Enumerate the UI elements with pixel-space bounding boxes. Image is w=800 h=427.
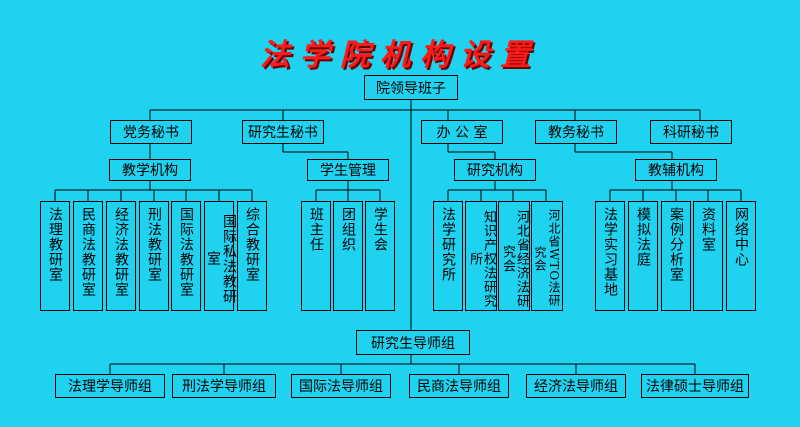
item-teaching-4: 国际法教研室: [171, 201, 201, 311]
item-support-3: 资料室: [693, 201, 723, 311]
item-support-1: 模拟法庭: [628, 201, 658, 311]
item-student-2: 学生会: [365, 201, 395, 311]
grad-group-3: 民商法导师组: [409, 374, 509, 398]
node-research-secretary: 科研秘书: [650, 120, 732, 144]
grad-group-2: 国际法导师组: [291, 374, 391, 398]
grad-group-0: 法理学导师组: [55, 374, 165, 398]
group-research: 研究机构: [454, 159, 536, 181]
grad-root-node: 研究生导师组: [356, 330, 470, 355]
item-teaching-5: 国际私法教研室: [204, 201, 237, 311]
item-research-0: 法学研究所: [433, 201, 463, 311]
item-teaching-2: 经济法教研室: [106, 201, 136, 311]
node-office: 办 公 室: [421, 120, 503, 144]
item-research-2: 河北省经济法研究会: [498, 201, 530, 311]
item-support-0: 法学实习基地: [595, 201, 625, 311]
root-node: 院领导班子: [364, 75, 458, 100]
node-party-secretary: 党务秘书: [110, 120, 192, 144]
item-teaching-6: 综合教研室: [237, 201, 267, 311]
item-teaching-0: 法理教研室: [40, 201, 70, 311]
group-teaching: 教学机构: [109, 159, 191, 181]
item-support-4: 网络中心: [726, 201, 756, 311]
page-title: 法学院机构设置: [260, 38, 540, 73]
item-teaching-1: 民商法教研室: [73, 201, 103, 311]
grad-group-5: 法律硕士导师组: [641, 374, 749, 398]
grad-group-1: 刑法学导师组: [172, 374, 276, 398]
item-research-1: 知识产权法研究所: [465, 201, 497, 311]
item-research-3: 河北省WTO法研究会: [531, 201, 563, 311]
grad-group-4: 经济法导师组: [526, 374, 626, 398]
item-support-2: 案例分析室: [661, 201, 691, 311]
item-student-0: 班主任: [301, 201, 331, 311]
node-academic-secretary: 教务秘书: [535, 120, 617, 144]
group-support: 教辅机构: [635, 159, 717, 181]
item-student-1: 团组织: [333, 201, 363, 311]
node-grad-secretary: 研究生秘书: [242, 120, 324, 144]
item-teaching-3: 刑法教研室: [139, 201, 169, 311]
group-student: 学生管理: [307, 159, 389, 181]
